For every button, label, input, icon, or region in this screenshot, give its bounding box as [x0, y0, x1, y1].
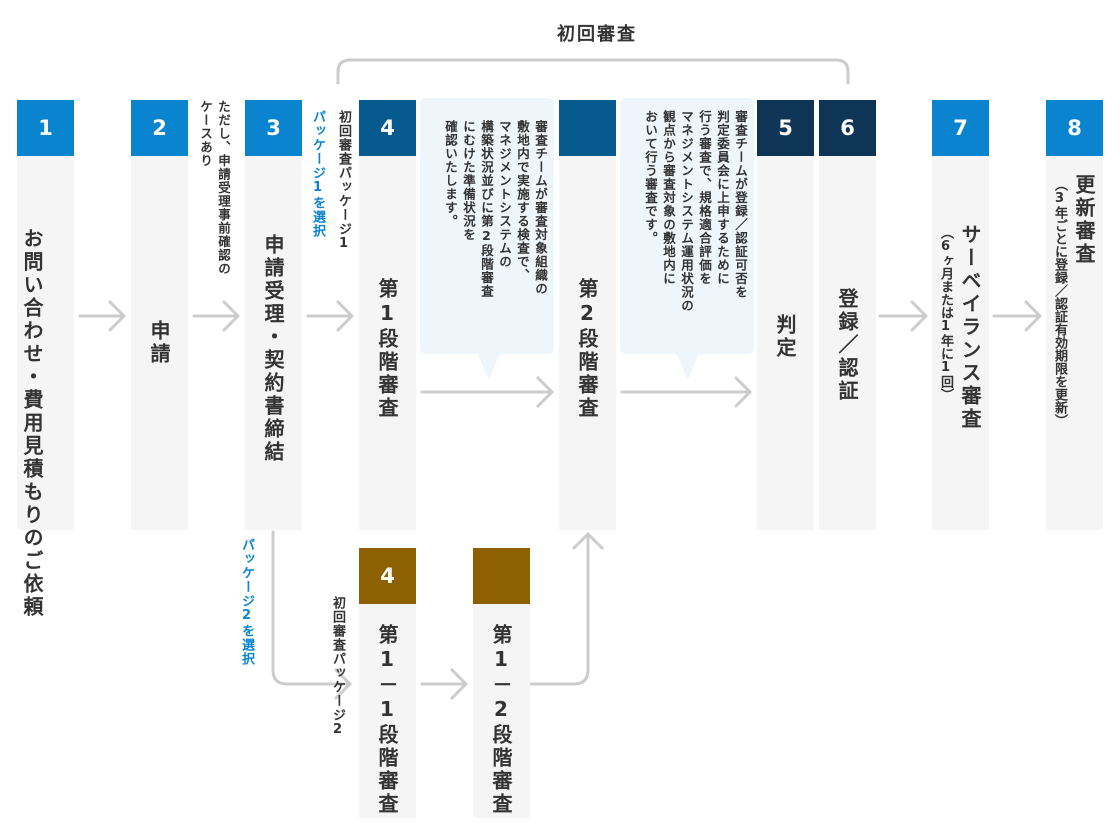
arrow-3-4 — [306, 300, 354, 332]
arrow-3-pkg2 — [271, 530, 352, 700]
step-4-1-1-number: 4 — [359, 548, 416, 604]
step-4-1-1-label: 第1－1段階審査 — [375, 624, 399, 816]
arrow-6-7 — [878, 300, 928, 332]
step-1-label: お問い合わせ・費用見積もりのご依頼 — [20, 228, 44, 619]
step-2-label: 申請 — [147, 320, 171, 366]
step-6: 6 登録／認証 — [819, 100, 876, 530]
step-4-1-2: 第1－2段階審査 — [473, 548, 530, 818]
stage-1-desc-line-2: 敷地内で実施する検査で、 — [515, 120, 530, 282]
package-1-name: 初回審査パッケージ1 — [336, 110, 351, 252]
step-8-number: 8 — [1046, 100, 1103, 156]
package-2-select-label: パッケージ2を選択 — [239, 538, 254, 666]
step-8-label: 更新審査 — [1072, 174, 1096, 266]
step-4-label: 第1段階審査 — [375, 278, 399, 420]
precheck-note-line1: ただし、申請受理事前確認の — [216, 100, 231, 276]
step-7-sub: （6ヶ月または1年に1回） — [938, 226, 953, 401]
step-7-number: 7 — [932, 100, 989, 156]
step-2-number: 2 — [131, 100, 188, 156]
stage-2-desc-line-1: 審査チームが登録／認証可否を — [733, 110, 748, 299]
package-2-name: 初回審査パッケージ2 — [330, 596, 345, 738]
step-3-number: 3 — [245, 100, 302, 156]
step-stage-2-label: 第2段階審査 — [575, 278, 599, 420]
step-6-number: 6 — [819, 100, 876, 156]
step-2: 2 申請 — [131, 100, 188, 530]
step-4-1-2-label: 第1－2段階審査 — [489, 624, 513, 816]
step-7: 7 サーベイランス審査 （6ヶ月または1年に1回） — [932, 100, 989, 530]
stage-1-desc-line-1: 審査チームが審査対象組織の — [533, 120, 548, 296]
step-5-label: 判定 — [773, 314, 797, 360]
step-stage-2-number — [559, 100, 616, 156]
stage-2-desc-line-3: 行う審査で、規格適合評価を — [697, 110, 712, 286]
step-8: 8 更新審査 （3年ごとに登録／認証有効期限を更新） — [1046, 100, 1103, 530]
step-4: 4 第1段階審査 — [359, 100, 416, 530]
stage-1-desc-line-4: 構築状況並びに第2段階審査 — [479, 120, 494, 298]
stage-2-desc-line-2: 判定委員会に上申するために — [715, 110, 730, 286]
stage-1-desc-line-6: 確認いたします。 — [443, 120, 458, 228]
stage-1-desc-line-3: マネジメントシステムの — [497, 120, 512, 269]
step-stage-2: 第2段階審査 — [559, 100, 616, 530]
step-5-number: 5 — [757, 100, 814, 156]
initial-audit-title: 初回審査 — [557, 24, 637, 45]
step-8-sub: （3年ごとに登録／認証有効期限を更新） — [1052, 178, 1067, 427]
stage-2-desc-line-4: マネジメントシステム運用状況の — [679, 110, 694, 313]
step-4-1-2-header — [473, 548, 530, 604]
arrow-4p2-4b — [528, 532, 604, 686]
step-3-label: 申請受理・契約書締結 — [261, 234, 285, 464]
arrow-4-4b — [420, 376, 554, 408]
arrow-1-2 — [78, 300, 126, 332]
step-7-label: サーベイランス審査 — [958, 224, 982, 431]
arrow-4p1-4p2 — [420, 668, 468, 700]
step-3: 3 申請受理・契約書締結 — [245, 100, 302, 530]
stage-1-description-bubble: 審査チームが審査対象組織の 敷地内で実施する検査で、 マネジメントシステムの 構… — [420, 98, 554, 354]
arrow-2-3 — [192, 300, 240, 332]
step-5: 5 判定 — [757, 100, 814, 530]
step-1-number: 1 — [17, 100, 74, 156]
step-4-number: 4 — [359, 100, 416, 156]
precheck-note-line2: ケースあり — [198, 100, 213, 168]
arrow-7-8 — [992, 300, 1042, 332]
stage-1-desc-line-5: にむけた準備状況を — [461, 120, 476, 242]
initial-audit-bracket — [336, 58, 850, 85]
stage-2-description-bubble: 審査チームが登録／認証可否を 判定委員会に上申するために 行う審査で、規格適合評… — [620, 98, 754, 354]
step-4-1-1: 4 第1－1段階審査 — [359, 548, 416, 818]
arrow-4b-5 — [620, 376, 752, 408]
package-1-select-label: パッケージ1を選択 — [310, 110, 325, 238]
stage-2-desc-line-5: 観点から審査対象の敷地内に — [661, 110, 676, 286]
step-1: 1 お問い合わせ・費用見積もりのご依頼 — [17, 100, 74, 619]
stage-2-desc-line-6: おいて行う審査です。 — [643, 110, 658, 245]
step-6-label: 登録／認証 — [835, 288, 859, 403]
